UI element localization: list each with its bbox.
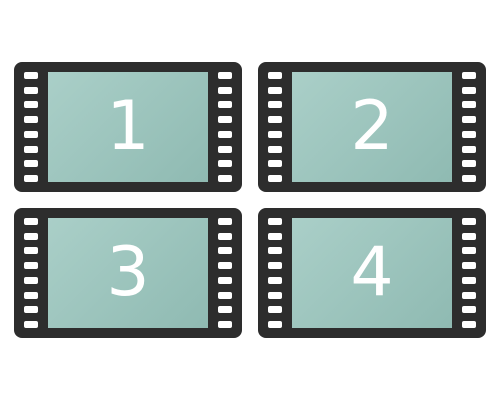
frame-screen: 1 — [48, 72, 208, 182]
perforation-hole — [24, 247, 38, 255]
perforation-hole — [218, 174, 232, 182]
perforation-hole — [462, 72, 476, 79]
perforation-hole — [268, 130, 282, 138]
perforation-hole — [268, 247, 282, 255]
frame-number: 2 — [350, 87, 394, 166]
perforation-hole — [462, 320, 476, 328]
perforation-hole — [24, 160, 38, 168]
perforation-hole — [268, 72, 282, 79]
perforation-hole — [24, 262, 38, 270]
perforation-hole — [462, 262, 476, 270]
perforation-hole — [24, 218, 38, 225]
perforation-hole — [462, 130, 476, 138]
perforation-strip-left — [24, 218, 38, 328]
perforation-hole — [268, 174, 282, 182]
perforation-hole — [24, 232, 38, 240]
perforation-hole — [268, 276, 282, 284]
perforation-strip-left — [24, 72, 38, 182]
perforation-strip-left — [268, 72, 282, 182]
frame-screen: 2 — [292, 72, 452, 182]
perforation-hole — [24, 145, 38, 153]
perforation-hole — [462, 247, 476, 255]
perforation-hole — [268, 232, 282, 240]
perforation-hole — [24, 276, 38, 284]
perforation-hole — [268, 116, 282, 124]
film-frame-1: 1 — [14, 62, 242, 192]
perforation-hole — [218, 247, 232, 255]
perforation-hole — [218, 116, 232, 124]
perforation-hole — [268, 86, 282, 94]
perforation-hole — [218, 218, 232, 225]
perforation-hole — [268, 160, 282, 168]
perforation-hole — [462, 101, 476, 109]
perforation-hole — [268, 262, 282, 270]
perforation-strip-right — [462, 218, 476, 328]
perforation-hole — [24, 291, 38, 299]
perforation-hole — [268, 218, 282, 225]
perforation-hole — [218, 130, 232, 138]
perforation-hole — [218, 306, 232, 314]
perforation-hole — [218, 291, 232, 299]
perforation-hole — [462, 306, 476, 314]
film-frame-2: 2 — [258, 62, 486, 192]
frame-number: 4 — [350, 233, 394, 312]
perforation-hole — [218, 101, 232, 109]
film-frame-4: 4 — [258, 208, 486, 338]
perforation-strip-right — [462, 72, 476, 182]
perforation-hole — [268, 145, 282, 153]
film-frame-3: 3 — [14, 208, 242, 338]
perforation-hole — [462, 160, 476, 168]
perforation-hole — [268, 291, 282, 299]
frame-screen: 3 — [48, 218, 208, 328]
perforation-hole — [268, 306, 282, 314]
perforation-hole — [218, 145, 232, 153]
perforation-hole — [218, 262, 232, 270]
perforation-hole — [218, 72, 232, 79]
perforation-hole — [24, 116, 38, 124]
perforation-hole — [218, 160, 232, 168]
perforation-hole — [24, 174, 38, 182]
frame-screen: 4 — [292, 218, 452, 328]
perforation-hole — [462, 174, 476, 182]
frame-number: 3 — [106, 233, 150, 312]
perforation-hole — [24, 320, 38, 328]
perforation-hole — [462, 232, 476, 240]
perforation-hole — [462, 116, 476, 124]
perforation-hole — [218, 276, 232, 284]
perforation-hole — [462, 145, 476, 153]
perforation-hole — [24, 101, 38, 109]
perforation-strip-left — [268, 218, 282, 328]
perforation-hole — [218, 232, 232, 240]
perforation-hole — [218, 86, 232, 94]
perforation-hole — [24, 130, 38, 138]
perforation-hole — [218, 320, 232, 328]
perforation-hole — [24, 306, 38, 314]
perforation-hole — [268, 320, 282, 328]
perforation-hole — [24, 72, 38, 79]
perforation-hole — [462, 218, 476, 225]
perforation-hole — [462, 291, 476, 299]
perforation-strip-right — [218, 218, 232, 328]
perforation-hole — [462, 276, 476, 284]
perforation-hole — [462, 86, 476, 94]
perforation-hole — [268, 101, 282, 109]
perforation-hole — [24, 86, 38, 94]
perforation-strip-right — [218, 72, 232, 182]
frame-number: 1 — [106, 87, 150, 166]
